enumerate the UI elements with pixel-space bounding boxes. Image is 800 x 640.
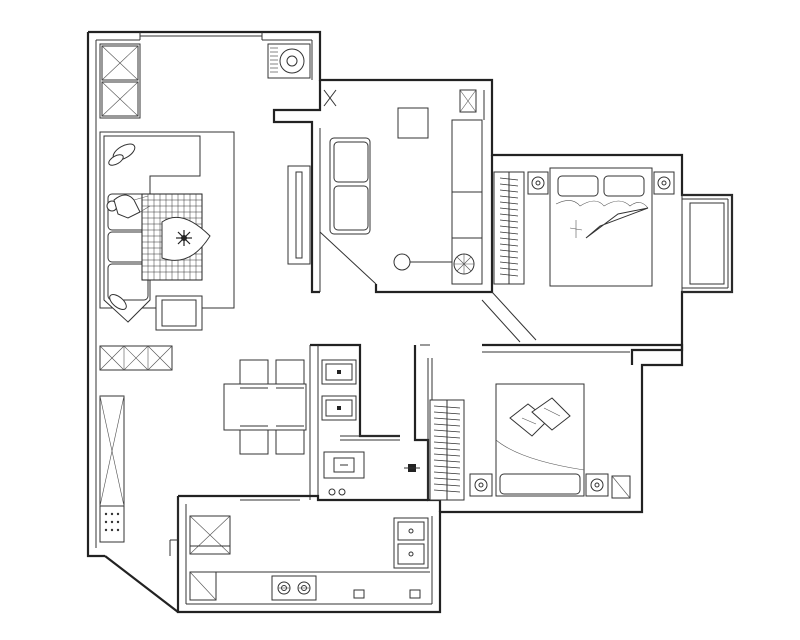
wardrobe-hatched-icon	[493, 171, 525, 285]
diagonal-wall-sw	[104, 555, 179, 613]
counter-cabinet-icon	[189, 571, 430, 601]
wall-bedrooms	[482, 343, 684, 365]
walls	[86, 30, 734, 614]
kitchen-sink-icon	[393, 517, 429, 569]
dining-table-icon	[223, 359, 307, 455]
door-symbol-icon	[323, 89, 485, 120]
floor-drain-icon	[328, 488, 346, 496]
wall-living-study	[272, 80, 322, 294]
desk-icon	[397, 107, 429, 139]
nightstand-lamp-2-icon	[469, 473, 609, 497]
person-figure-icon	[106, 194, 151, 219]
nightstand-lamp-icon	[527, 171, 675, 195]
wardrobe-hatched-2-icon	[429, 399, 465, 501]
wall-kitchen	[178, 494, 428, 502]
fridge-icon	[189, 515, 231, 555]
armchair-icon	[155, 295, 203, 331]
tv-console-icon	[287, 165, 311, 265]
bathroom	[321, 359, 420, 496]
living-room	[99, 43, 311, 543]
storage-cabinet-icon	[99, 43, 141, 119]
floor-lamp-icon	[393, 253, 411, 271]
shoe-cabinet-icon	[99, 345, 173, 371]
toilet-icon	[323, 451, 365, 479]
outer-wall-west	[86, 32, 105, 558]
outlet-icon	[353, 589, 421, 599]
master-bedroom	[493, 167, 675, 287]
small-sofa-icon	[329, 137, 371, 235]
wall-bathroom	[310, 343, 400, 438]
second-bedroom	[429, 383, 631, 501]
wall-study-south	[374, 155, 494, 294]
shower-valve-icon	[404, 464, 420, 472]
double-bed-2-icon	[495, 383, 585, 497]
wardrobe-icon	[99, 395, 125, 543]
study	[323, 89, 485, 285]
kitchen	[189, 515, 430, 601]
gas-stove-icon	[271, 575, 317, 601]
study-chair-icon	[453, 253, 475, 275]
dining-area	[223, 359, 307, 455]
bay-window	[681, 194, 733, 293]
washing-machine-icon	[267, 43, 311, 79]
vanity-sink-icon	[321, 359, 357, 421]
rug-icon	[141, 193, 211, 281]
double-bed-icon	[549, 167, 653, 287]
